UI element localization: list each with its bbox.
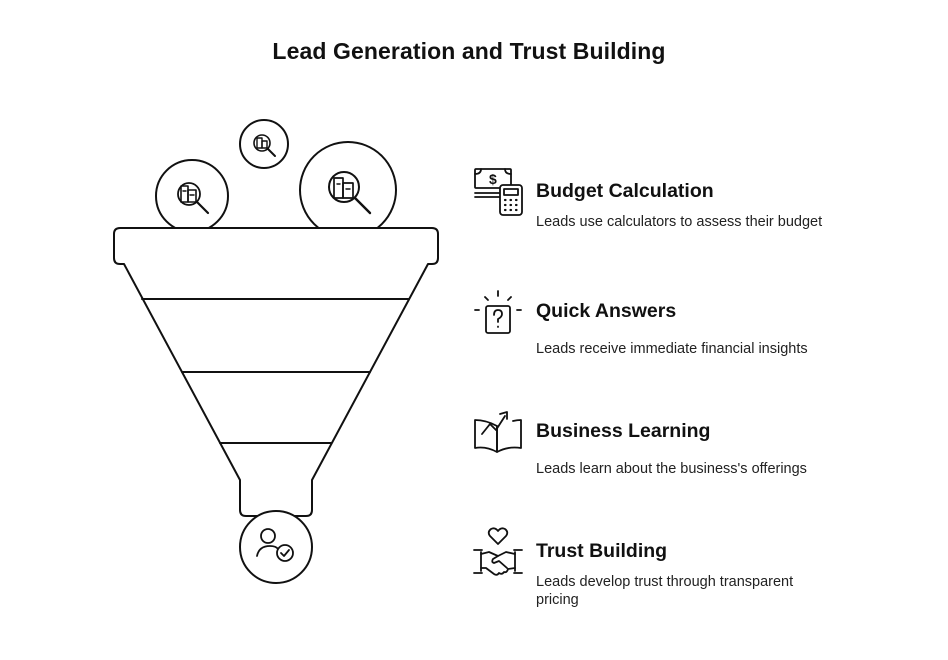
funnel bbox=[113, 227, 439, 517]
step-heading: Trust Building bbox=[536, 540, 668, 562]
step-budget-calculation: $ Budget Calculation Leads use calculato… bbox=[472, 168, 842, 258]
question-box-icon bbox=[474, 290, 522, 334]
book-growth-icon bbox=[474, 411, 522, 453]
step-heading: Business Learning bbox=[536, 420, 711, 442]
user-check-icon bbox=[239, 510, 313, 584]
step-description: Leads develop trust through transparent … bbox=[536, 574, 794, 608]
step-heading: Quick Answers bbox=[536, 300, 677, 322]
handshake-heart-icon bbox=[473, 527, 523, 576]
svg-text:$: $ bbox=[489, 171, 497, 187]
step-business-learning: Business Learning Leads learn about the … bbox=[472, 408, 842, 498]
step-trust-building: Trust Building Leads develop trust throu… bbox=[472, 527, 842, 618]
step-heading: Budget Calculation bbox=[536, 180, 714, 202]
step-description: Leads use calculators to assess their bu… bbox=[536, 214, 823, 230]
step-description: Leads receive immediate financial insigh… bbox=[536, 341, 808, 357]
step-quick-answers: Quick Answers Leads receive immediate fi… bbox=[472, 288, 842, 378]
page-title: Lead Generation and Trust Building bbox=[272, 38, 666, 64]
step-description: Leads learn about the business's offerin… bbox=[536, 461, 807, 477]
magnifier-chart-icon bbox=[239, 119, 289, 169]
magnifier-chart-icon bbox=[299, 141, 397, 239]
money-calculator-icon: $ bbox=[474, 168, 523, 216]
magnifier-chart-icon bbox=[155, 159, 229, 233]
